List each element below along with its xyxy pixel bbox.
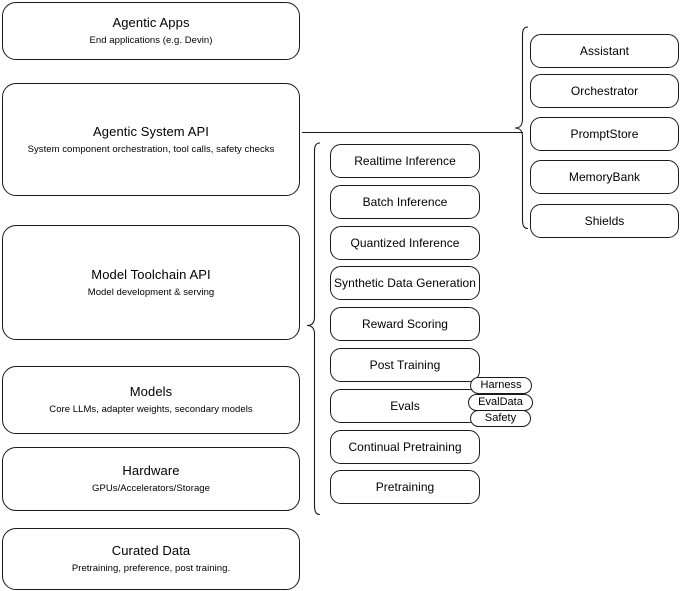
layer-agentic-apps[interactable]: Agentic Apps End applications (e.g. Devi…	[2, 2, 300, 60]
system-item-memorybank[interactable]: MemoryBank	[530, 160, 679, 194]
layer-subtitle: GPUs/Accelerators/Storage	[92, 483, 210, 494]
system-item-assistant[interactable]: Assistant	[530, 34, 679, 68]
toolchain-item-reward-scoring[interactable]: Reward Scoring	[330, 307, 480, 341]
item-label: PromptStore	[570, 126, 639, 141]
item-label: Post Training	[369, 357, 441, 372]
system-item-orchestrator[interactable]: Orchestrator	[530, 74, 679, 108]
layer-model-toolchain-api[interactable]: Model Toolchain API Model development & …	[2, 225, 300, 340]
layer-curated-data[interactable]: Curated Data Pretraining, preference, po…	[2, 528, 300, 590]
layer-subtitle: Core LLMs, adapter weights, secondary mo…	[49, 404, 253, 415]
layer-title: Agentic System API	[93, 123, 209, 139]
toolchain-item-batch-inference[interactable]: Batch Inference	[330, 185, 480, 219]
badge-label: EvalData	[478, 396, 523, 408]
layer-models[interactable]: Models Core LLMs, adapter weights, secon…	[2, 366, 300, 434]
item-label: Synthetic Data Generation	[334, 275, 476, 290]
item-label: Shields	[584, 213, 625, 228]
item-label: MemoryBank	[568, 169, 641, 184]
layer-subtitle: End applications (e.g. Devin)	[89, 35, 213, 46]
item-label: Realtime Inference	[354, 153, 456, 168]
layer-title: Curated Data	[111, 543, 191, 558]
toolchain-item-synthetic-data-generation[interactable]: Synthetic Data Generation	[330, 266, 480, 300]
item-label: Orchestrator	[570, 83, 639, 98]
layer-subtitle: Model development & serving	[87, 286, 215, 298]
item-label: Quantized Inference	[350, 235, 460, 250]
system-item-promptstore[interactable]: PromptStore	[530, 117, 679, 151]
evals-badge-evaldata[interactable]: EvalData	[468, 394, 533, 411]
evals-badge-harness[interactable]: Harness	[470, 377, 532, 394]
evals-badge-safety[interactable]: Safety	[470, 410, 531, 427]
badge-label: Harness	[480, 379, 522, 391]
layer-hardware[interactable]: Hardware GPUs/Accelerators/Storage	[2, 447, 300, 511]
layer-agentic-system-api[interactable]: Agentic System API System component orch…	[2, 83, 300, 196]
toolchain-item-post-training[interactable]: Post Training	[330, 348, 480, 382]
toolchain-item-quantized-inference[interactable]: Quantized Inference	[330, 226, 480, 260]
item-label: Batch Inference	[362, 194, 448, 209]
item-label: Reward Scoring	[361, 316, 449, 331]
connector-system-api-to-system-components	[302, 132, 523, 133]
layer-title: Models	[129, 384, 173, 399]
layer-subtitle: System component orchestration, tool cal…	[27, 143, 275, 155]
toolchain-item-pretraining[interactable]: Pretraining	[330, 470, 480, 504]
toolchain-item-evals[interactable]: Evals	[330, 389, 480, 423]
layer-title: Agentic Apps	[112, 15, 190, 30]
item-label: Pretraining	[375, 479, 435, 494]
item-label: Evals	[390, 398, 420, 413]
badge-label: Safety	[484, 412, 517, 424]
layer-subtitle: Pretraining, preference, post training.	[71, 563, 231, 574]
item-label: Assistant	[579, 43, 630, 58]
brace-toolchain	[306, 142, 321, 516]
system-item-shields[interactable]: Shields	[530, 204, 679, 238]
item-label: Continual Pretraining	[348, 439, 462, 454]
layer-title: Hardware	[122, 463, 180, 478]
brace-system-components	[514, 26, 529, 230]
toolchain-item-continual-pretraining[interactable]: Continual Pretraining	[330, 430, 480, 464]
layer-title: Model Toolchain API	[91, 266, 211, 282]
toolchain-item-realtime-inference[interactable]: Realtime Inference	[330, 144, 480, 178]
